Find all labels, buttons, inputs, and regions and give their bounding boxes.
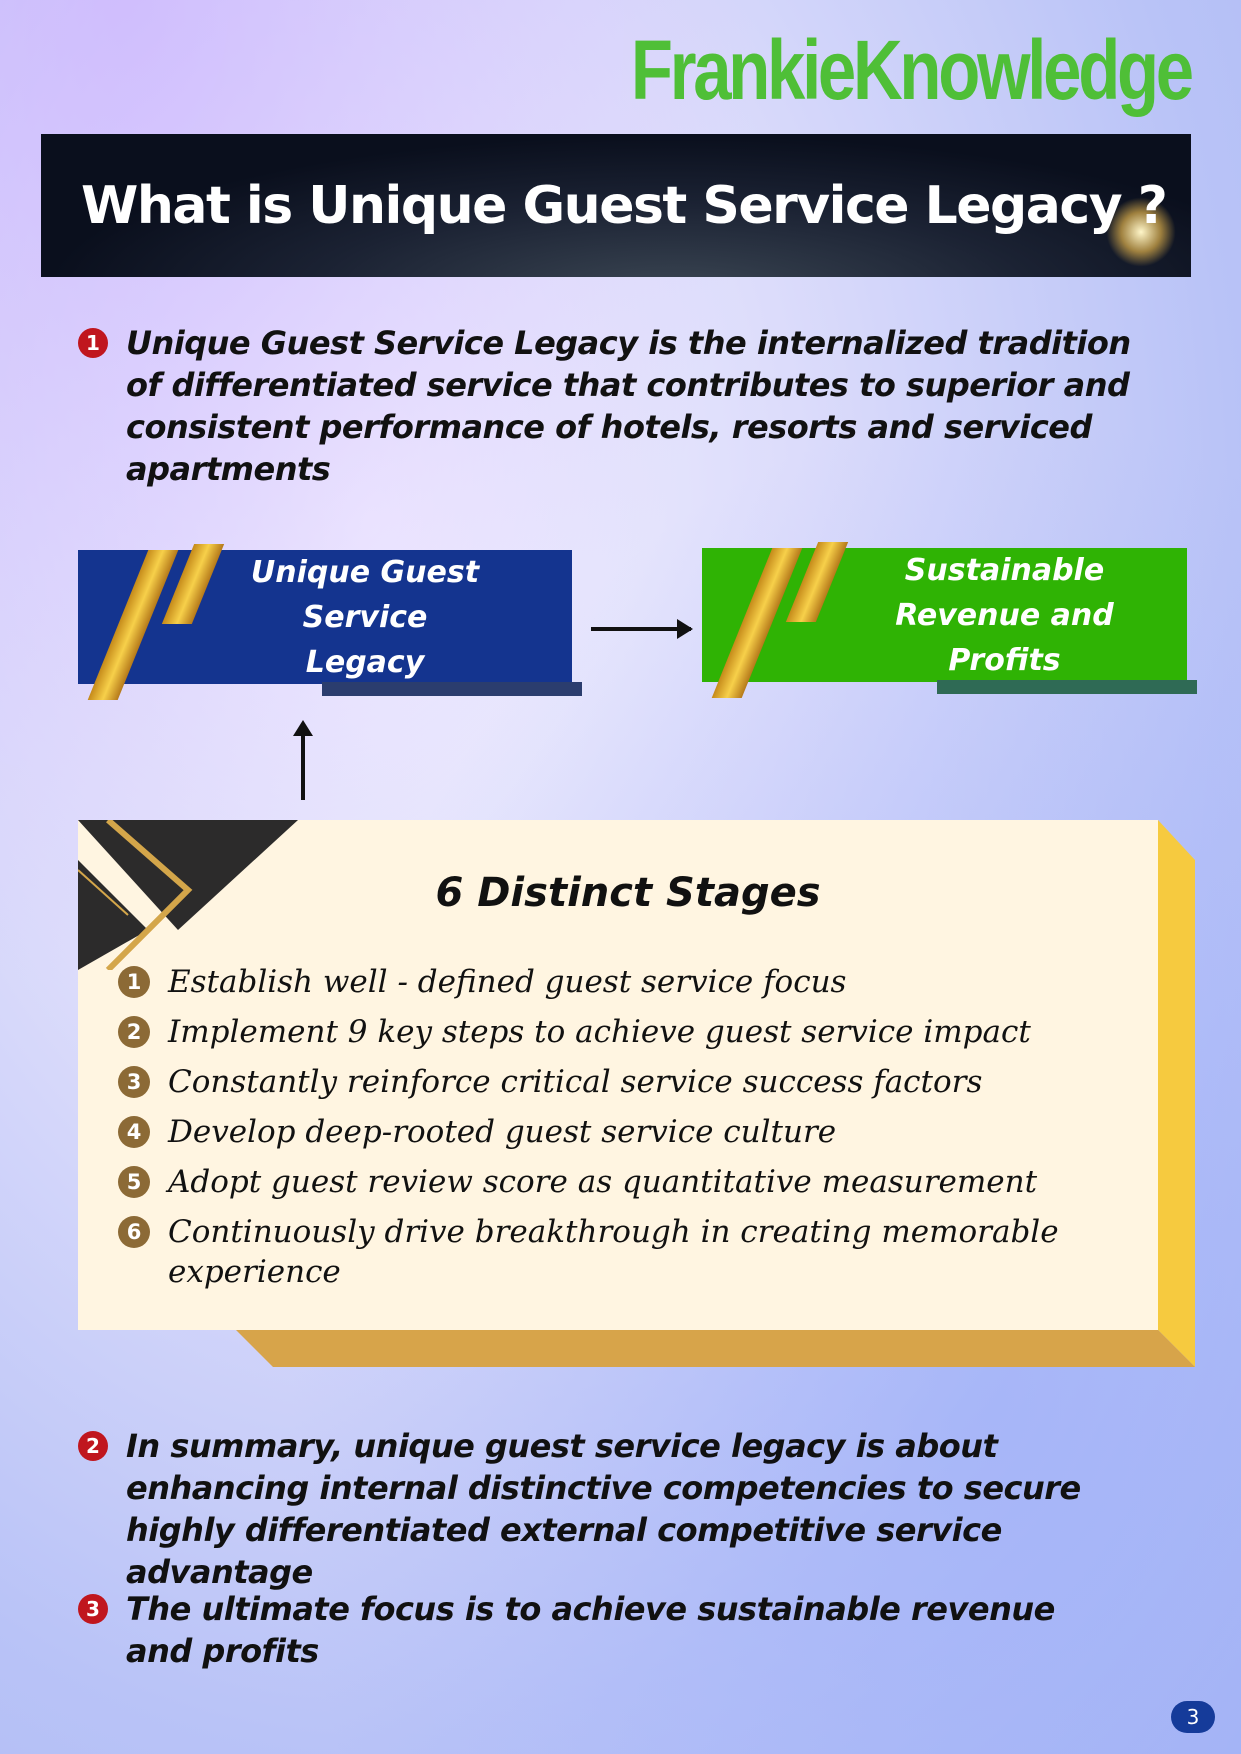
page-title: What is Unique Guest Service Legacy ?	[81, 175, 1168, 236]
point-badge: 3	[78, 1594, 108, 1624]
arrow-right-icon	[591, 619, 693, 639]
arrow-up-icon	[293, 720, 313, 800]
point-1: 1 Unique Guest Service Legacy is the inte…	[78, 322, 1168, 490]
brand-logo: FrankieKnowledge	[631, 23, 1194, 117]
point-3: 3 The ultimate focus is to achieve sustai…	[78, 1588, 1128, 1672]
gold-stripe	[711, 548, 803, 698]
title-banner: What is Unique Guest Service Legacy ?	[41, 134, 1191, 277]
point-text: In summary, unique guest service legacy …	[126, 1427, 1081, 1591]
point-badge: 1	[78, 328, 108, 358]
point-badge: 2	[78, 1431, 108, 1461]
point-text: The ultimate focus is to achieve sustain…	[126, 1590, 1055, 1670]
point-text: Unique Guest Service Legacy is the inter…	[126, 324, 1131, 488]
revenue-box: Sustainable Revenue and Profits	[702, 542, 1197, 698]
corner-decoration-icon	[78, 820, 298, 970]
point-2: 2 In summary, unique guest service legacy…	[78, 1425, 1188, 1593]
revenue-box-label: Sustainable Revenue and Profits	[895, 552, 1114, 678]
legacy-box-label: Unique Guest Service Legacy	[250, 554, 480, 680]
stages-title: 6 Distinct Stages	[435, 870, 821, 916]
gold-stripe	[87, 550, 179, 700]
page-number: 3	[1171, 1701, 1215, 1733]
legacy-box: Unique Guest Service Legacy	[78, 544, 582, 700]
sun-glow	[1106, 197, 1176, 267]
